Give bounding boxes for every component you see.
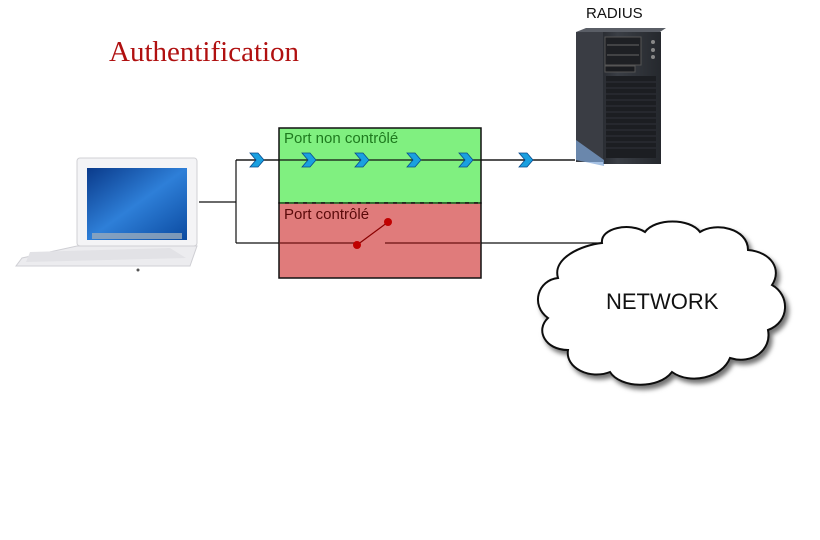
page-title: Authentification [109, 36, 300, 68]
flow-arrow-icon [354, 152, 370, 168]
network-label: NETWORK [606, 289, 719, 314]
radius-server-label: RADIUS [586, 5, 643, 22]
flow-arrow-icon [406, 152, 422, 168]
switch-open-icon [353, 218, 392, 249]
flow-arrow-icon [458, 152, 474, 168]
flow-arrows [249, 152, 534, 168]
port-non-controle-label: Port non contrôlé [284, 130, 399, 147]
port-controle-label: Port contrôlé [284, 206, 370, 223]
flow-arrow-icon [249, 152, 265, 168]
port-non-controle-area [278, 127, 482, 204]
flow-arrow-icon [301, 152, 317, 168]
flow-arrow-icon [518, 152, 534, 168]
laptop-icon [15, 157, 198, 272]
server-tower-icon [576, 28, 666, 166]
port-controle-area [278, 202, 482, 279]
cloud-icon [537, 220, 786, 386]
